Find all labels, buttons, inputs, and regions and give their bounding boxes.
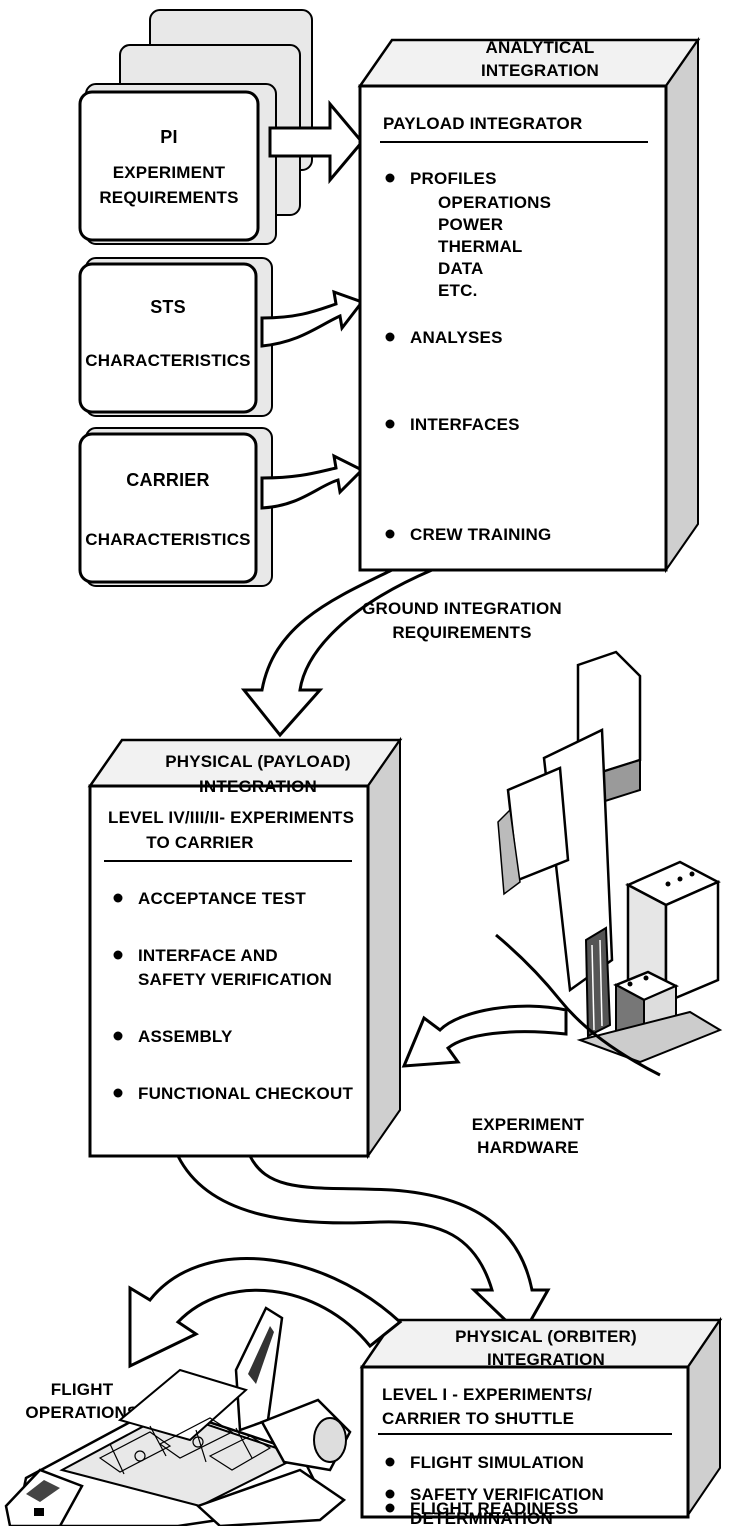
arrow-orbiter-to-flight [128,1256,403,1369]
ground-requirements-line1: GROUND INTEGRATION [362,599,562,618]
profile-item-etc: ETC. [438,281,478,300]
arrow-analytical-to-payload [240,568,433,738]
pi-book [78,90,260,242]
crew-training-label: CREW TRAINING [410,525,551,544]
sts-book: STS CHARACTERISTICS [78,257,273,417]
profile-item-data: DATA [438,259,484,278]
experiment-hardware-illustration [495,650,723,1077]
flight-operations-line2: OPERATIONS [25,1403,138,1422]
item-safety-verification-orbiter: SAFETY VERIFICATION [410,1485,604,1504]
experiment-hardware-line2: HARDWARE [477,1138,579,1157]
analytical-title-line1: ANALYTICAL [485,38,594,57]
arrow-carrier-to-analytical [260,453,365,510]
payload-level-header-line1: LEVEL IV/III/II- EXPERIMENTS [108,808,354,827]
interfaces-label: INTERFACES [410,415,520,434]
item-acceptance-test: ACCEPTANCE TEST [138,889,306,908]
flight-operations-line1: FLIGHT [51,1380,114,1399]
sts-book-line1: STS [150,297,186,317]
pi-book-stack: PI EXPERIMENT REQUIREMENTS [78,9,313,245]
physical-orbiter-content: LEVEL I - EXPERIMENTS/ CARRIER TO SHUTTL… [378,1385,672,1504]
analytical-integration-box: ANALYTICAL INTEGRATION PAYLOAD INTEGRATO… [357,36,701,574]
orbiter-level-header-line2: CARRIER TO SHUTTLE [382,1409,574,1428]
orbiter-extra-items [378,1500,678,1524]
item-flight-readiness: FLIGHT READINESS [410,1499,579,1518]
profiles-label: PROFILES [410,169,497,188]
physical-orbiter-title-line2: INTEGRATION [487,1350,605,1369]
space-shuttle-illustration [4,1306,352,1526]
arrow-hardware-to-payload [401,1004,568,1068]
item-flight-simulation: FLIGHT SIMULATION [410,1453,584,1472]
sts-book-line2: CHARACTERISTICS [85,351,250,370]
arrow-sts-to-analytical [260,289,365,348]
carrier-book: CARRIER CHARACTERISTICS [78,427,273,587]
analytical-title-line2: INTEGRATION [481,61,599,80]
physical-payload-title-line1: PHYSICAL (PAYLOAD) [165,752,351,771]
payload-level-header-line2: TO CARRIER [146,833,253,852]
payload-integrator-header: PAYLOAD INTEGRATOR [383,114,582,133]
item-interface-and: INTERFACE AND [138,946,278,965]
item-functional-checkout: FUNCTIONAL CHECKOUT [138,1084,353,1103]
item-assembly: ASSEMBLY [138,1027,233,1046]
analyses-label: ANALYSES [410,328,503,347]
carrier-book-line2: CHARACTERISTICS [85,530,250,549]
item-safety-verification: SAFETY VERIFICATION [138,970,332,989]
physical-orbiter-title-line1: PHYSICAL (ORBITER) [455,1327,637,1346]
profile-item-thermal: THERMAL [438,237,523,256]
orbiter-level-header-line1: LEVEL I - EXPERIMENTS/ [382,1385,592,1404]
profile-item-operations: OPERATIONS [438,193,551,212]
orbiter-face [360,1365,690,1519]
pi-book-line2: EXPERIMENT [113,163,226,182]
physical-payload-title-line2: INTEGRATION [199,777,317,796]
pi-book-line3: REQUIREMENTS [99,188,238,207]
ground-requirements-line2: REQUIREMENTS [392,623,531,642]
carrier-book-line1: CARRIER [126,470,209,490]
physical-payload-box: PHYSICAL (PAYLOAD) INTEGRATION LEVEL IV/… [87,736,403,1160]
item-determination: DETERMINATION [410,1509,553,1526]
profile-item-power: POWER [438,215,503,234]
experiment-hardware-line1: EXPERIMENT [472,1115,585,1134]
pi-book-line1: PI [160,127,177,147]
arrow-pi-to-analytical [268,99,364,185]
